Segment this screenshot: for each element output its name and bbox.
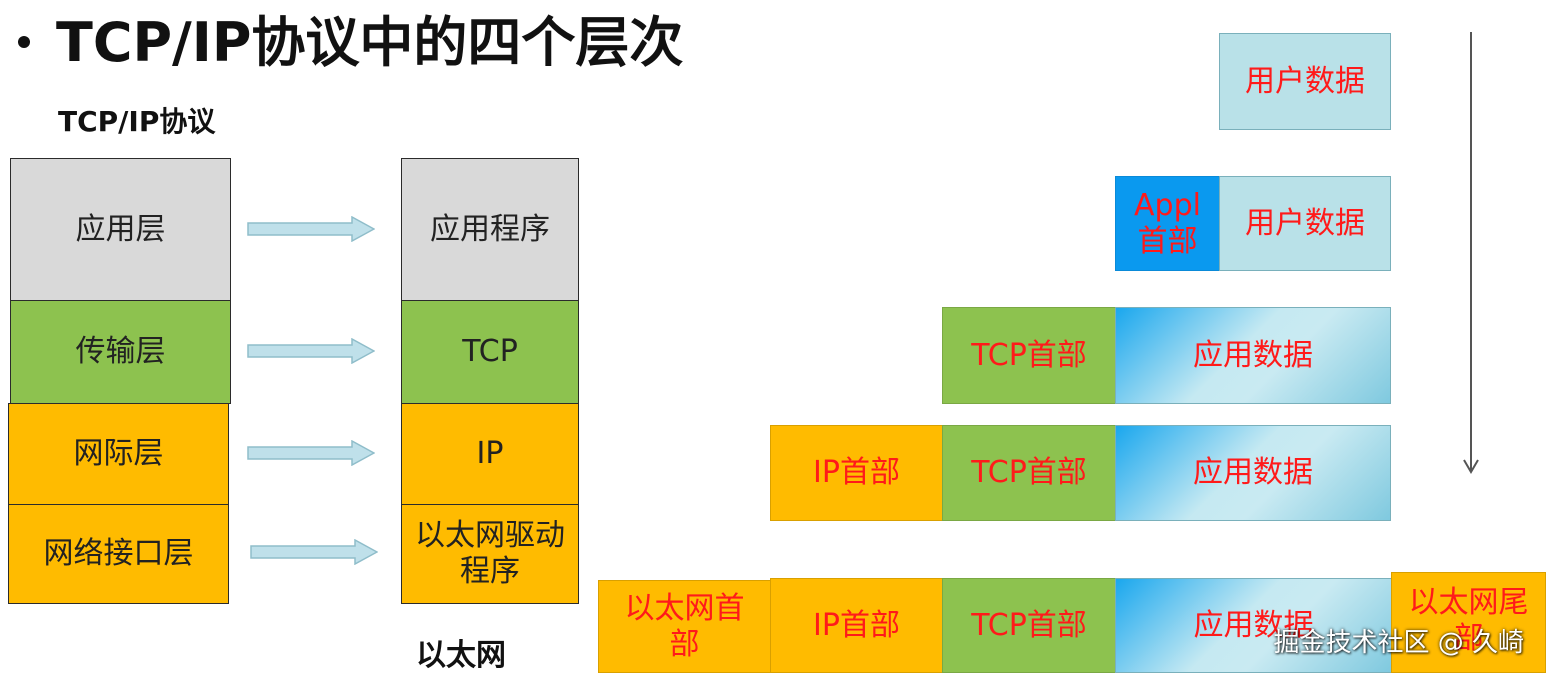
ip-header-block: IP首部 — [770, 578, 943, 673]
page-title: TCP/IP协议中的四个层次 — [18, 8, 683, 78]
layer-transport: 传输层 — [10, 300, 231, 404]
ip-header-block: IP首部 — [770, 425, 943, 521]
user-data-block: 用户数据 — [1219, 33, 1391, 130]
down-arrow-icon — [1463, 32, 1479, 474]
impl-application-program: 应用程序 — [401, 158, 579, 301]
watermark: 掘金技术社区 @ 久崎 — [1273, 628, 1524, 658]
bullet-icon — [18, 36, 30, 49]
right-arrow-icon — [250, 539, 378, 565]
ethernet-label: 以太网 — [416, 638, 506, 673]
tcp-header-block: TCP首部 — [942, 307, 1116, 404]
app-data-block: 应用数据 — [1115, 425, 1391, 521]
impl-ip: IP — [401, 403, 579, 505]
right-arrow-icon — [247, 338, 375, 364]
app-data-block: 应用数据 — [1115, 578, 1392, 673]
layer-internet: 网际层 — [8, 403, 229, 505]
appl-header-block: Appl首部 — [1115, 176, 1220, 271]
tcp-header-block: TCP首部 — [942, 425, 1116, 521]
impl-tcp: TCP — [401, 300, 579, 404]
ethernet-header-block: 以太网首部 — [598, 580, 771, 673]
right-arrow-icon — [247, 440, 375, 466]
user-data-block: 用户数据 — [1219, 176, 1391, 271]
app-data-block: 应用数据 — [1115, 307, 1391, 404]
tcp-header-block: TCP首部 — [942, 578, 1116, 673]
impl-ethernet-driver: 以太网驱动程序 — [401, 504, 579, 604]
page-title-text: TCP/IP协议中的四个层次 — [56, 11, 684, 74]
layer-application: 应用层 — [10, 158, 231, 301]
protocol-column-heading: TCP/IP协议 — [58, 105, 216, 138]
right-arrow-icon — [247, 216, 375, 242]
layer-network-interface: 网络接口层 — [8, 504, 229, 604]
